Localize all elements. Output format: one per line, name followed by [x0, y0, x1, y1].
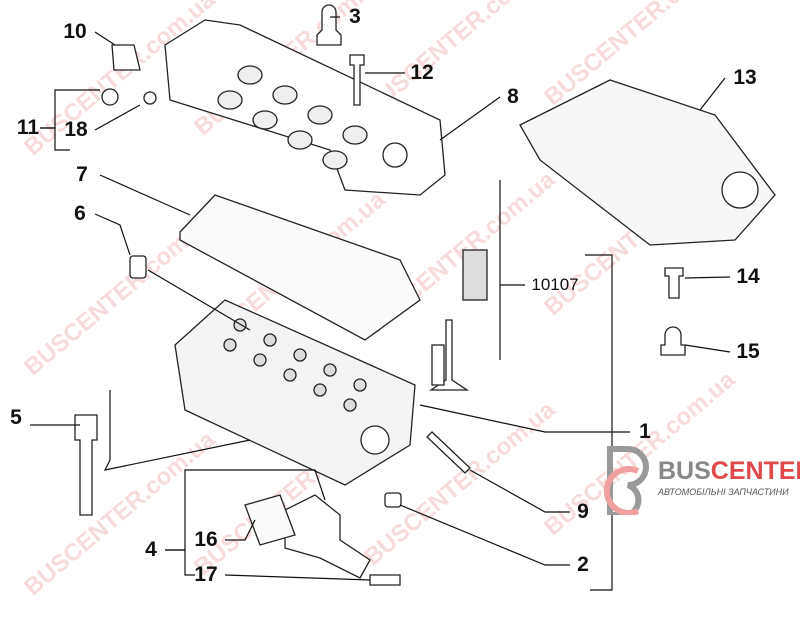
valve-guide: [431, 344, 445, 386]
leader-line: [684, 276, 731, 279]
head-port: [360, 425, 390, 455]
callout-1: 1: [639, 420, 651, 443]
callout-12: 12: [410, 61, 434, 84]
logo-brand-bus: BUS: [658, 457, 711, 485]
callout-6: 6: [74, 202, 86, 225]
stud-9: [426, 431, 471, 474]
leader-line: [94, 104, 141, 131]
engine-cover-cap: [721, 171, 759, 209]
logo-brand-center: CENTER: [710, 457, 800, 485]
leader-line: [40, 127, 70, 151]
leader-line: [684, 344, 731, 353]
bolt-5: [74, 414, 98, 516]
leader-line: [147, 269, 251, 331]
leader-line: [469, 469, 570, 513]
leader-line: [165, 549, 195, 576]
seal-ring: [143, 91, 157, 105]
gasket-16: [244, 494, 296, 546]
bush-6: [129, 255, 147, 279]
camshaft-lobes: [217, 65, 368, 170]
camshaft-end: [382, 142, 408, 168]
callout-8: 8: [507, 85, 519, 108]
leader-line: [439, 96, 501, 141]
valve-springs: [223, 318, 367, 412]
callout-5: 5: [10, 406, 22, 429]
valve-spring: [462, 249, 488, 301]
callout-16: 16: [194, 528, 218, 551]
callout-15: 15: [736, 340, 760, 363]
leader-line: [99, 174, 191, 216]
leader-line: [585, 254, 613, 591]
plug-2: [384, 492, 402, 508]
callout-11: 11: [16, 116, 40, 139]
callout-17: 17: [194, 563, 218, 586]
bolt-17: [369, 574, 401, 586]
leader-line: [399, 504, 570, 566]
plug-18: [101, 88, 119, 106]
leader-lines: [30, 16, 731, 591]
leader-line: [419, 404, 630, 433]
callout-18: 18: [64, 118, 88, 141]
bolt-12: [349, 54, 365, 106]
leader-line: [103, 390, 251, 471]
stud-14: [664, 267, 684, 299]
valve: [428, 319, 470, 391]
camshaft-carrier: [164, 19, 446, 196]
callout-4: 4: [145, 538, 157, 561]
callout-13: 13: [733, 66, 757, 89]
callout-14: 14: [736, 265, 760, 288]
callout-9: 9: [577, 500, 589, 523]
logo-brand: BUSCENTER: [658, 457, 800, 486]
plug-10: [111, 44, 141, 71]
callout-7: 7: [76, 163, 88, 186]
leader-line: [94, 31, 116, 46]
leader-line: [699, 77, 726, 111]
leader-line: [94, 213, 131, 256]
leader-line: [225, 519, 256, 541]
head-gasket: [179, 194, 421, 341]
buscenter-logo: BUSCENTER АВТОМОБІЛЬНІ ЗАПЧАСТИНИ: [598, 445, 800, 515]
callout-10: 10: [63, 20, 87, 43]
sensor-15: [660, 326, 686, 356]
sensor-3: [316, 4, 342, 46]
callout-2: 2: [577, 553, 589, 576]
callout-3: 3: [349, 5, 361, 28]
engine-cover: [519, 79, 776, 246]
callout-10107: 10107: [531, 275, 579, 294]
logo-subtitle: АВТОМОБІЛЬНІ ЗАПЧАСТИНИ: [658, 487, 789, 497]
thermostat-housing: [284, 494, 371, 579]
logo-mark-icon: [603, 446, 649, 515]
leader-line: [224, 574, 371, 581]
